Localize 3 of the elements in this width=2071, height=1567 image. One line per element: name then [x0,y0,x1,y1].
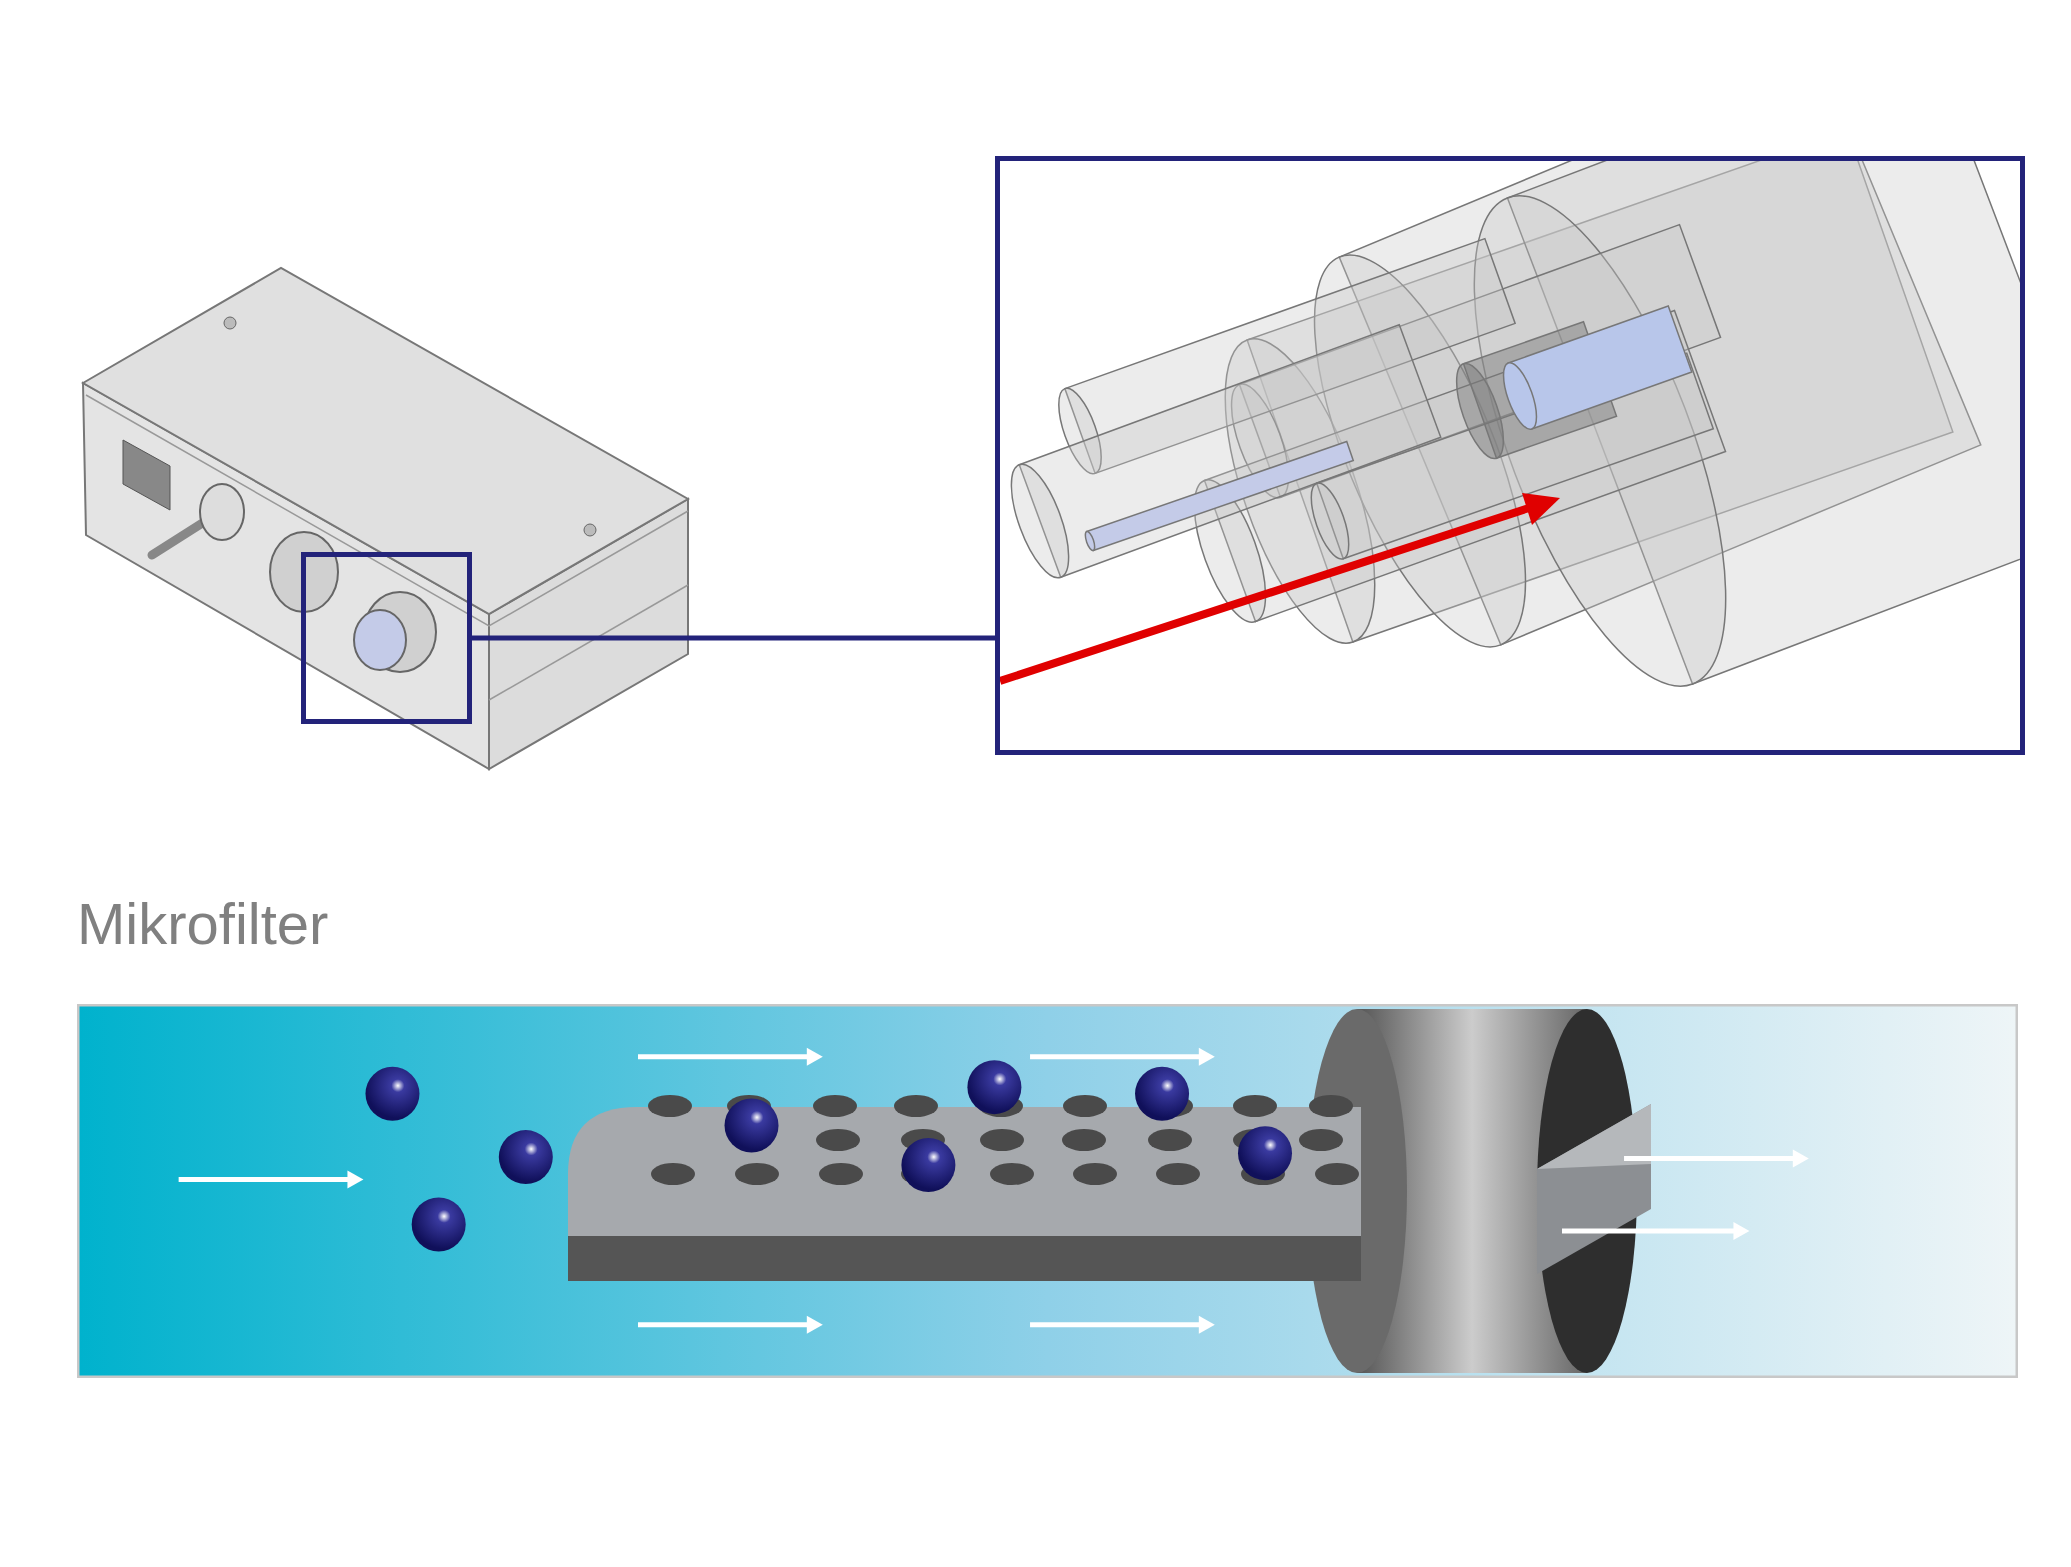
connector-line [472,635,995,641]
highlight-frame [301,552,472,724]
panel-heading: Mikrofilter [77,890,329,957]
